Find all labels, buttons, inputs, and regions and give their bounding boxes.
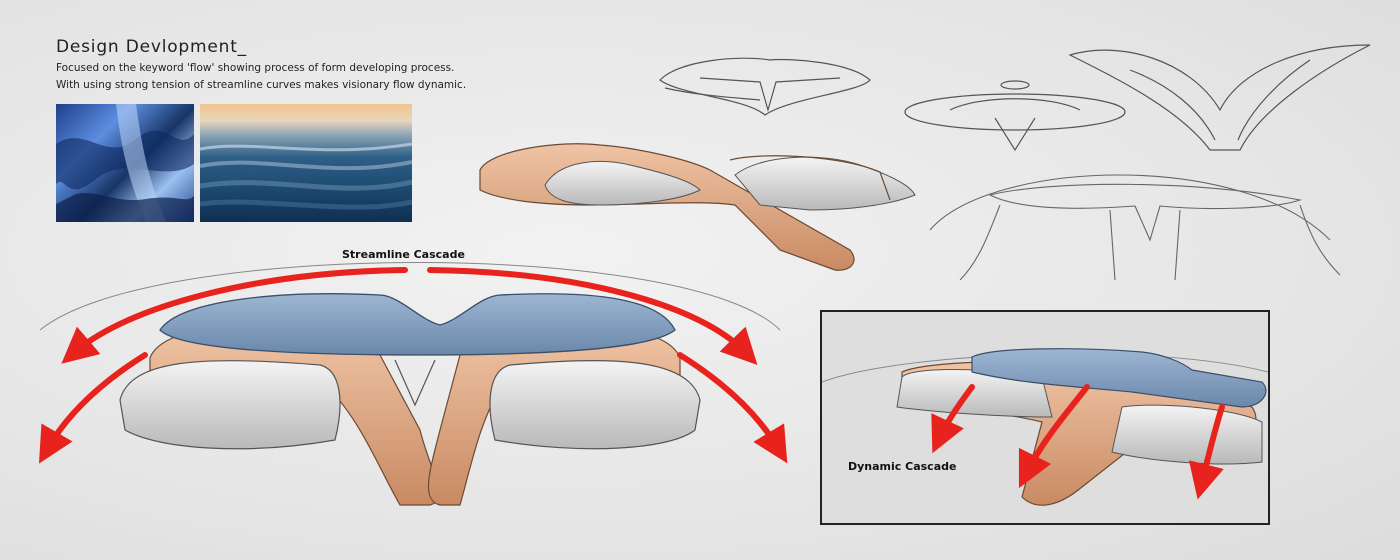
thumbnail-sketch-2: [904, 80, 1126, 152]
dynamic-cascade-render: [822, 348, 1268, 506]
streamline-cascade-render: [39, 262, 781, 506]
dynamic-cascade-label: Dynamic Cascade: [848, 460, 957, 473]
page-title: Design Devlopment_: [56, 37, 247, 57]
copper-form-study: [479, 143, 916, 271]
waterfall-reference-photo: [56, 104, 194, 222]
dynamic-cascade-detail-frame: [820, 310, 1270, 525]
description-line-2: With using strong tension of streamline …: [56, 79, 467, 91]
ocean-reference-photo: [200, 104, 412, 222]
streamline-cascade-label: Streamline Cascade: [342, 248, 465, 261]
thumbnail-sketch-4: [929, 174, 1341, 281]
thumbnail-sketch-1: [659, 57, 871, 116]
thumbnail-sketch-3: [1068, 44, 1371, 151]
flow-arrows-main: [38, 267, 788, 464]
description-line-1: Focused on the keyword 'flow' showing pr…: [56, 62, 455, 74]
